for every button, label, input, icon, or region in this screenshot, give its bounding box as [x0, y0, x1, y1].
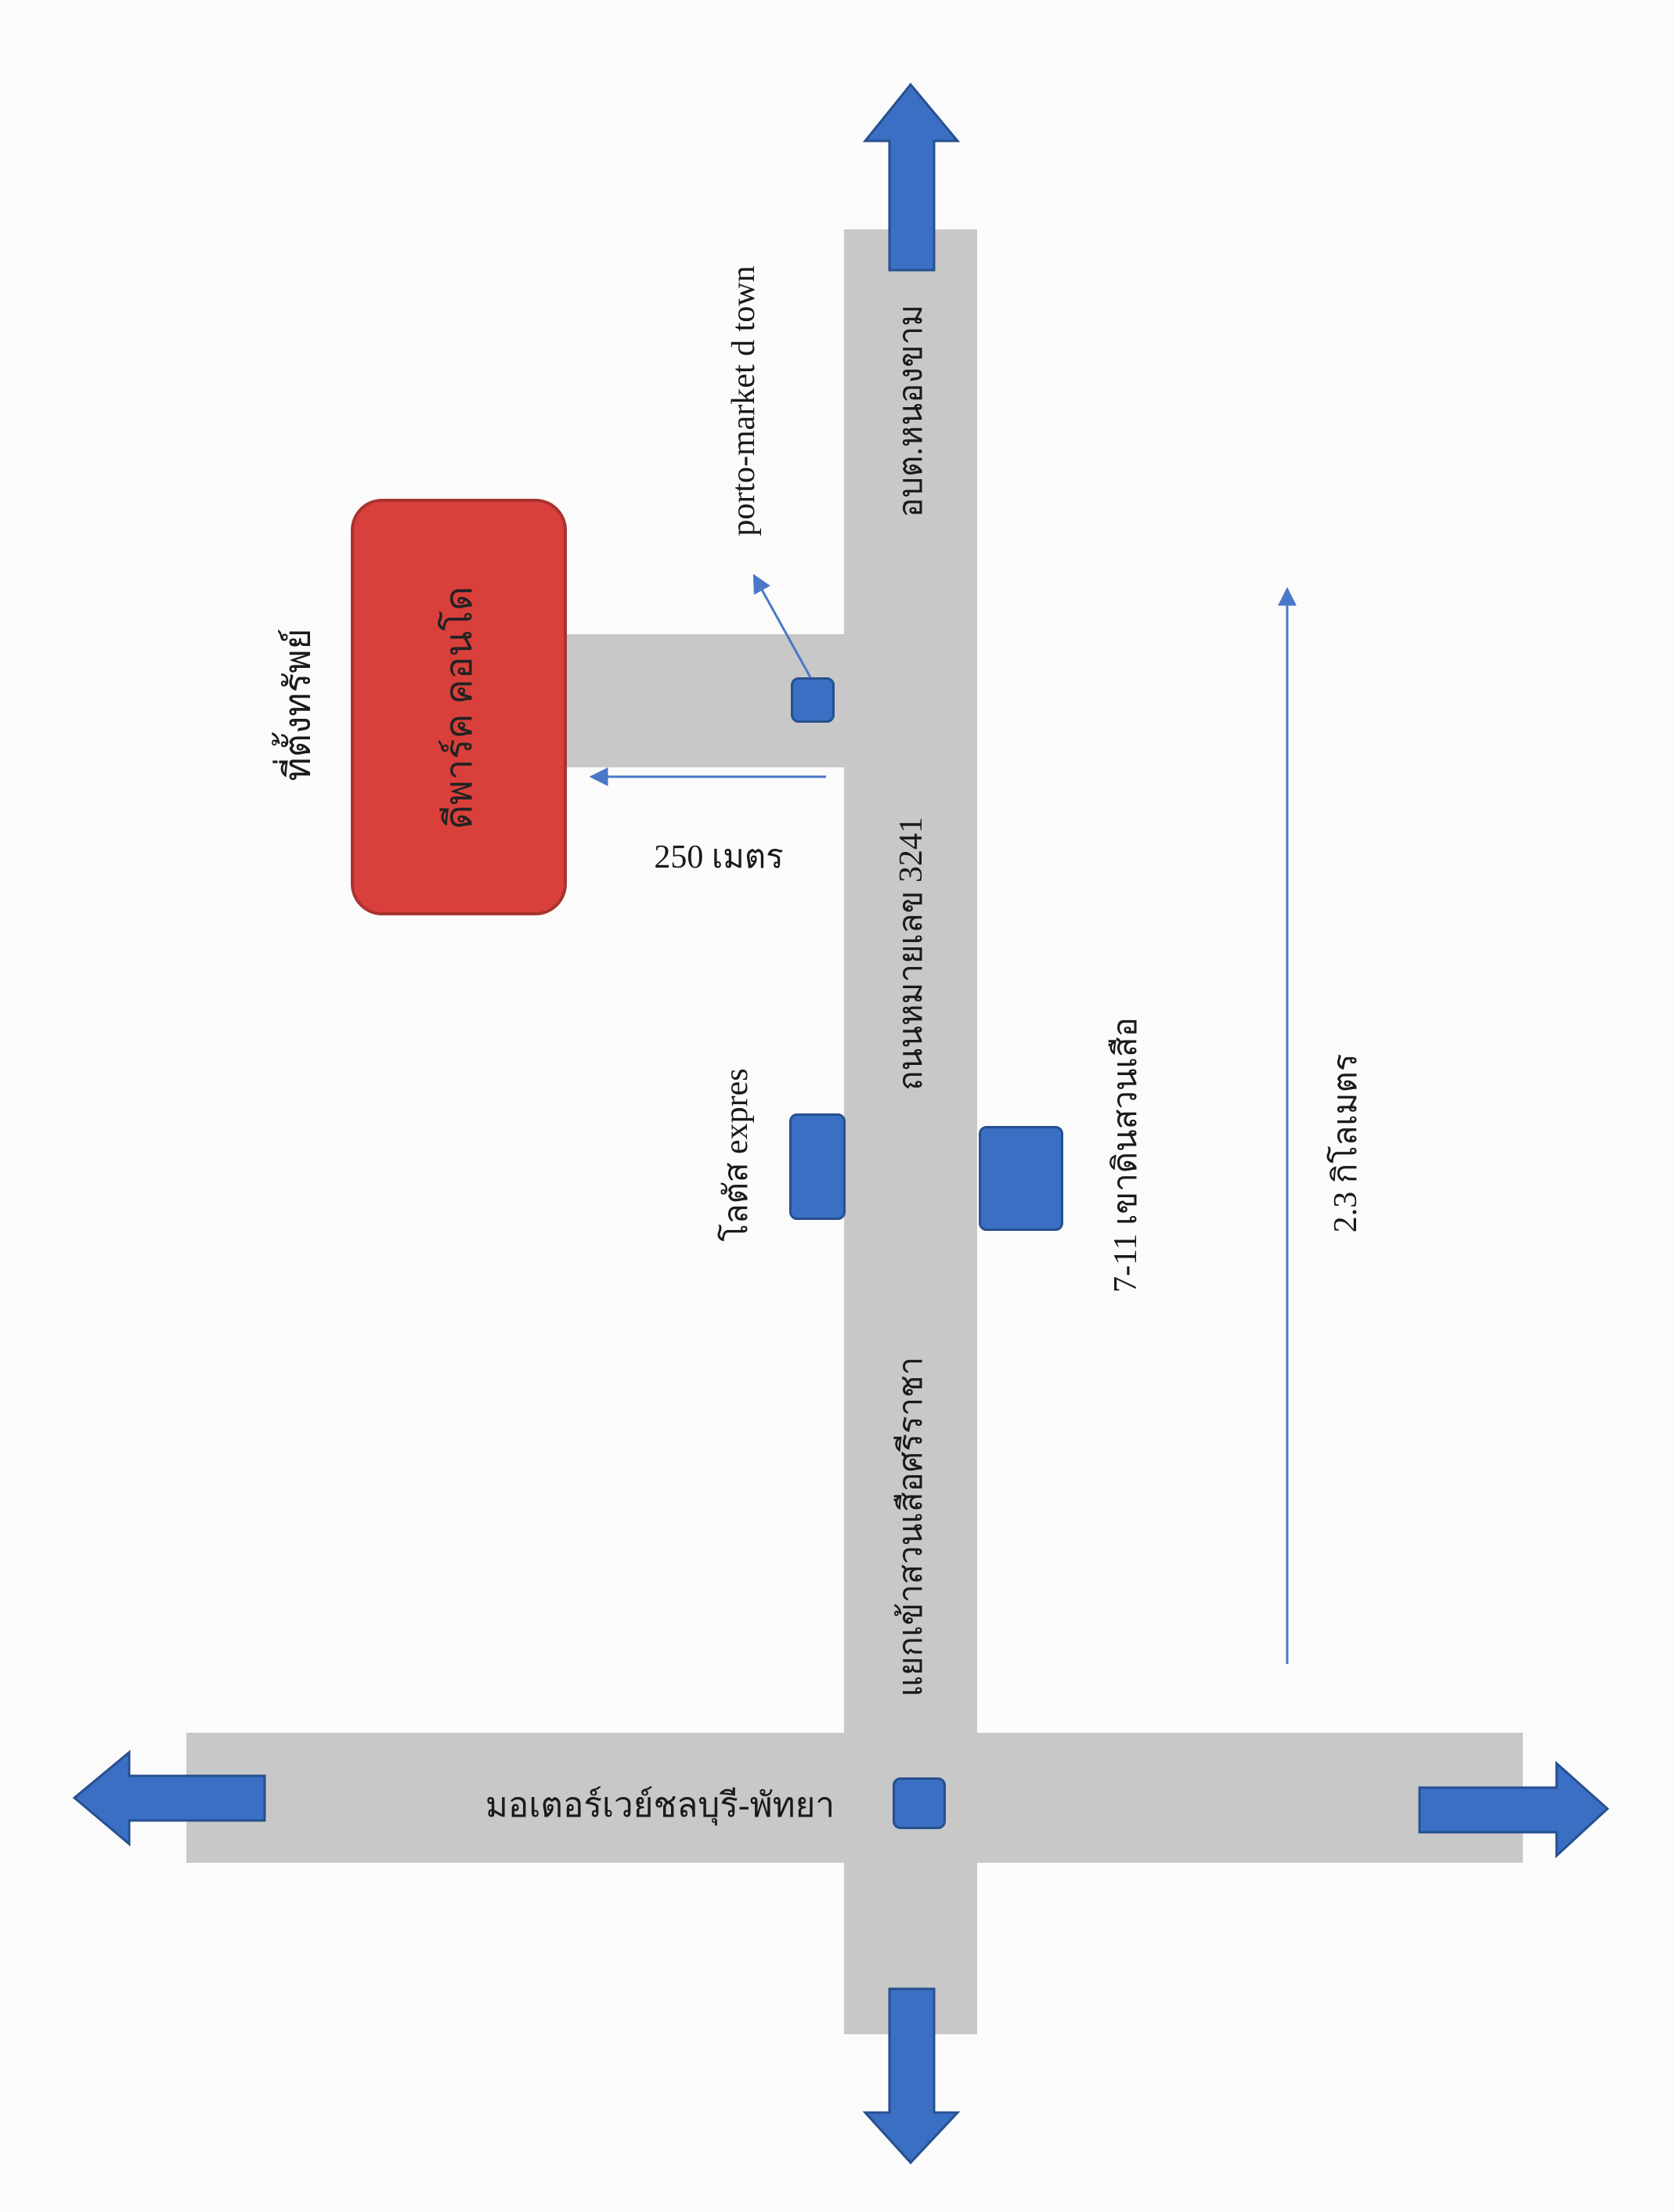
porto-market-label: porto-market d town [726, 265, 762, 536]
distance-250m-label: 250 เมตร [654, 839, 784, 875]
porto-market-marker[interactable] [791, 677, 835, 723]
lotus-express-marker[interactable] [789, 1113, 846, 1220]
motorway-road [186, 1733, 1523, 1863]
highway-3241-label: ถนนหมายเลข 3241 [893, 817, 929, 1091]
west-arrow-icon [72, 1749, 266, 1847]
intersection-label: แยกเข้าสวนเสือศรีราชา [893, 1356, 929, 1698]
north-arrow-icon [862, 82, 961, 272]
distance-2km-label: 2.3 กิโลเมตร [1328, 1053, 1364, 1233]
seven-eleven-label: 7-11 เขาดินสวนเสือ [1108, 1017, 1144, 1293]
seven-eleven-marker[interactable] [979, 1126, 1063, 1231]
motorway-label: มอเตอร์เวย์ชลบุรี-พัทยา [485, 1786, 835, 1824]
lotus-express-label: โลตัส expres [719, 1068, 755, 1242]
intersection-marker[interactable] [893, 1777, 946, 1829]
east-arrow-icon [1418, 1760, 1610, 1859]
nong-kham-road-label: อบต.หนองขาม [893, 305, 929, 518]
porto-market-pointer [752, 573, 812, 678]
property-dpark-condo[interactable] [351, 499, 567, 915]
south-arrow-icon [862, 1987, 961, 2165]
